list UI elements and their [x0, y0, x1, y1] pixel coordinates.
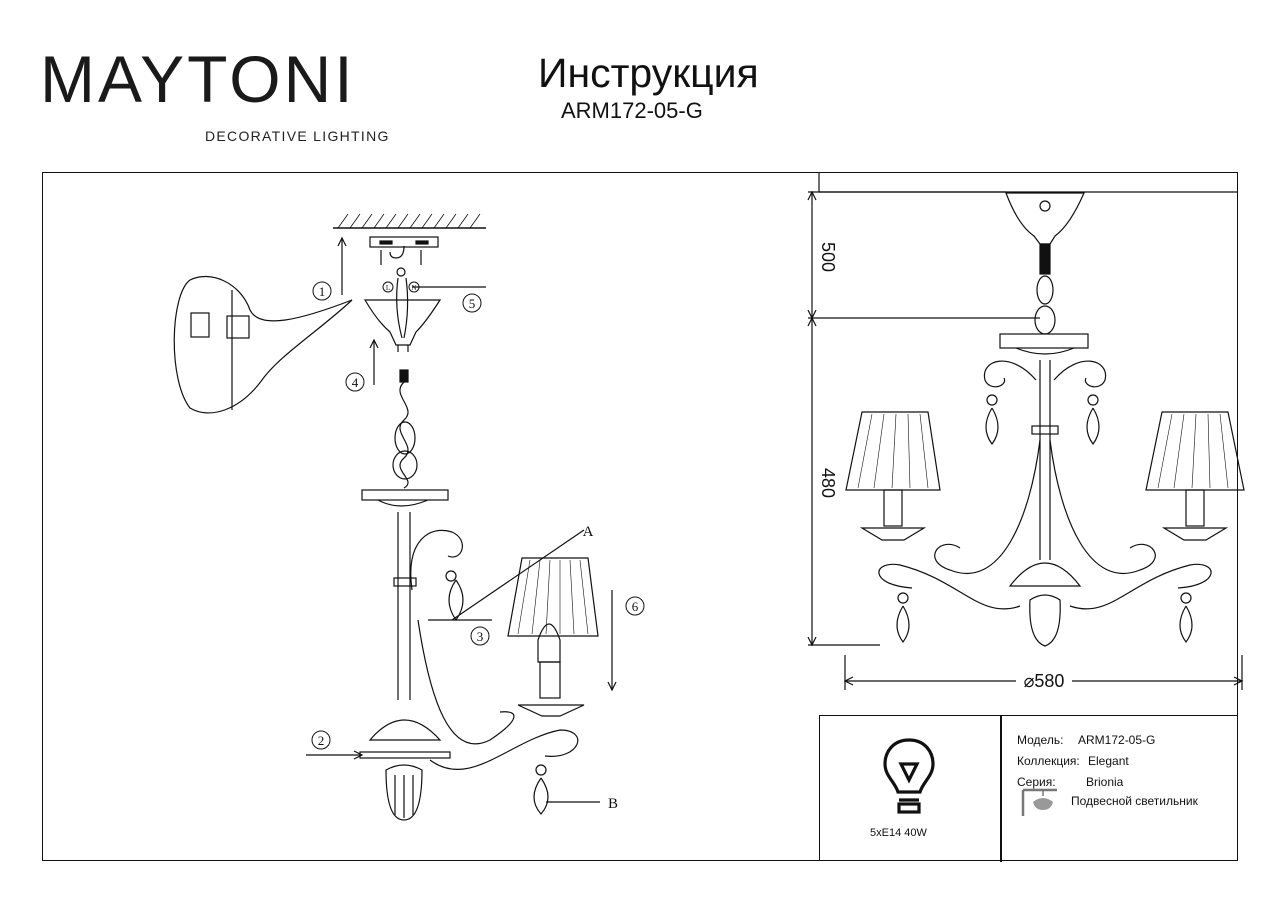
wire-n-label: N — [411, 284, 416, 292]
wire-l-label: L — [386, 284, 390, 292]
dim-chain-length: 500 — [818, 242, 838, 272]
step-4-label: 4 — [352, 375, 359, 390]
spec-panel: 5xE14 40W Модель: ARM172-05-G Коллекция:… — [819, 715, 1238, 862]
spec-divider — [1000, 716, 1002, 862]
series-value: Brionia — [1086, 775, 1124, 789]
dim-body-height: 480 — [818, 468, 838, 498]
step-2-label: 2 — [318, 733, 325, 748]
brand-tagline: DECORATIVE LIGHTING — [205, 128, 390, 144]
model-code: ARM172-05-G — [561, 98, 703, 123]
frame-corner-gap — [1238, 171, 1280, 201]
bulb-icon — [883, 738, 935, 814]
pendant-icon — [1021, 788, 1057, 816]
brand-logo: MAYTONI DECORATIVE LIGHTING — [40, 46, 400, 146]
step-6-label: 6 — [632, 599, 639, 614]
step-1-label: 1 — [319, 284, 326, 299]
part-b-label: B — [608, 796, 618, 812]
brand-name: MAYTONI — [40, 42, 356, 116]
step-3-label: 3 — [477, 629, 484, 644]
step-5-label: 5 — [469, 296, 476, 311]
power-rating: 5xE14 40W — [870, 827, 927, 839]
part-a-label: A — [583, 524, 594, 540]
drawing-frame — [42, 172, 1238, 861]
page-title: Инструкция — [538, 50, 759, 96]
dim-diameter: ⌀580 — [1024, 671, 1065, 691]
model-value: ARM172-05-G — [1078, 733, 1156, 747]
collection-label: Коллекция: — [1017, 754, 1080, 768]
model-label: Модель: — [1017, 733, 1064, 747]
series-label: Серия: — [1017, 775, 1056, 789]
collection-value: Elegant — [1088, 754, 1129, 768]
luminaire-type: Подвесной светильник — [1071, 794, 1198, 808]
